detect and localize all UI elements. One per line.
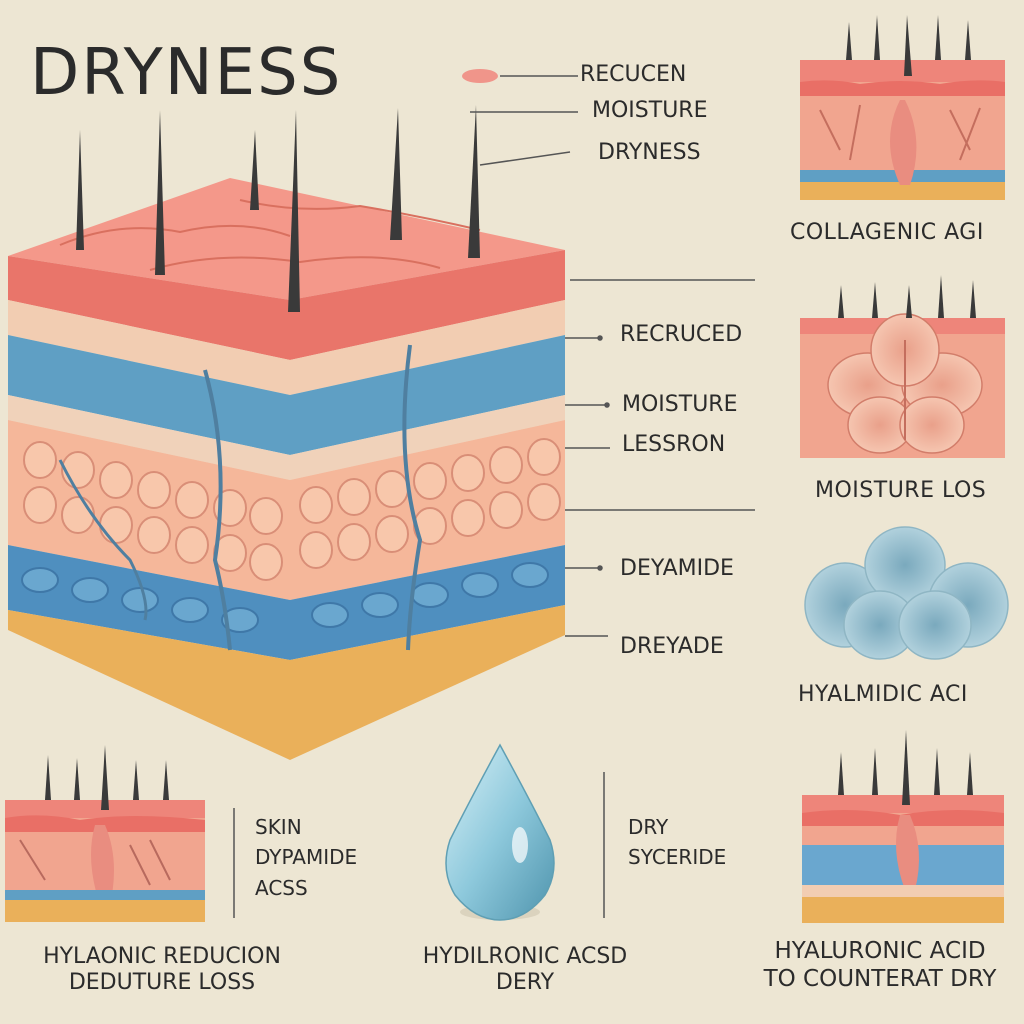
bottom-left-skin-panel xyxy=(5,745,205,922)
bottom-middle-caption: HYDILRONIC ACSD DERY xyxy=(365,944,685,997)
label-side-2: MOISTURE xyxy=(622,392,738,417)
caption-collagen: COLLAGENIC AGI xyxy=(790,220,984,245)
bottom-left-caption-line-1: HYLAONIC REDUCION xyxy=(43,944,281,969)
water-droplet xyxy=(445,743,555,921)
label-side-3: LESSRON xyxy=(622,432,726,457)
leader-lines xyxy=(233,69,755,918)
bottom-left-text-3: ACSS xyxy=(255,876,308,900)
main-skin-block xyxy=(8,105,565,760)
collagen-skin-panel xyxy=(800,15,1005,200)
label-top-1: RECUCEN xyxy=(580,62,687,87)
hyaluronic-flower xyxy=(804,526,1009,660)
bottom-middle-text-2: SYCERIDE xyxy=(628,845,727,869)
bottom-left-text-2: DYPAMIDE xyxy=(255,845,358,869)
epidermis-top-surface xyxy=(8,178,565,300)
label-side-1: RECRUCED xyxy=(620,322,743,347)
moisture-flower-panel xyxy=(800,275,1005,458)
page-title: DRYNESS xyxy=(30,36,343,110)
bottom-left-caption-line-2: DEDUTURE LOSS xyxy=(68,970,256,996)
bottom-right-caption-line-2: TO COUNTERAT DRY xyxy=(763,965,997,992)
bottom-middle-caption-line-2: DERY xyxy=(495,970,555,996)
bottom-left-text-1: SKIN xyxy=(255,815,302,839)
caption-moisture-loss: MOISTURE LOS xyxy=(815,478,987,503)
bottom-right-caption-line-1: HYALURONIC ACID xyxy=(774,938,986,964)
label-side-5: DREYADE xyxy=(620,634,724,659)
label-top-2: MOISTURE xyxy=(592,98,708,123)
caption-hyaluronic: HYALMIDIC ACI xyxy=(798,682,968,707)
bottom-middle-text-1: DRY xyxy=(628,815,669,839)
label-side-4: DEYAMIDE xyxy=(620,556,734,581)
bottom-middle-caption-line-1: HYDILRONIC ACSD xyxy=(422,944,628,969)
bottom-left-caption: HYLAONIC REDUCION DEDUTURE LOSS xyxy=(2,944,322,997)
bottom-right-caption: HYALURONIC ACID TO COUNTERAT DRY xyxy=(738,938,1022,993)
label-top-3: DRYNESS xyxy=(598,140,701,165)
bottom-right-skin-panel xyxy=(802,730,1004,923)
